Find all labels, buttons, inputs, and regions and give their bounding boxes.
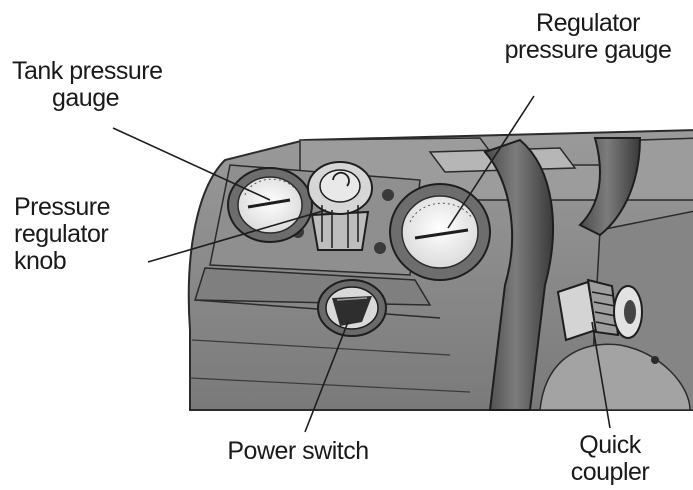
leader-pressure-regulator-knob — [147, 209, 327, 263]
quick-coupler — [556, 278, 643, 342]
label-quick-coupler: Quick coupler — [570, 431, 650, 486]
pressure-regulator-knob — [307, 161, 373, 251]
leader-tank-pressure-gauge — [112, 127, 271, 201]
power-switch — [317, 279, 387, 337]
leader-regulator-pressure-gauge — [447, 95, 535, 229]
tank-pressure-gauge — [227, 167, 313, 243]
regulator-pressure-gauge — [389, 183, 491, 281]
label-tank-pressure-gauge: Tank pressure gauge — [12, 57, 163, 112]
label-pressure-regulator-knob: Pressure regulator knob — [14, 193, 111, 275]
label-regulator-pressure-gauge: Regulator pressure gauge — [504, 9, 672, 64]
leader-lines — [112, 95, 611, 433]
label-power-switch: Power switch — [227, 437, 369, 465]
leader-quick-coupler — [591, 321, 611, 429]
air-hose — [483, 137, 642, 411]
leader-power-switch — [304, 321, 349, 433]
